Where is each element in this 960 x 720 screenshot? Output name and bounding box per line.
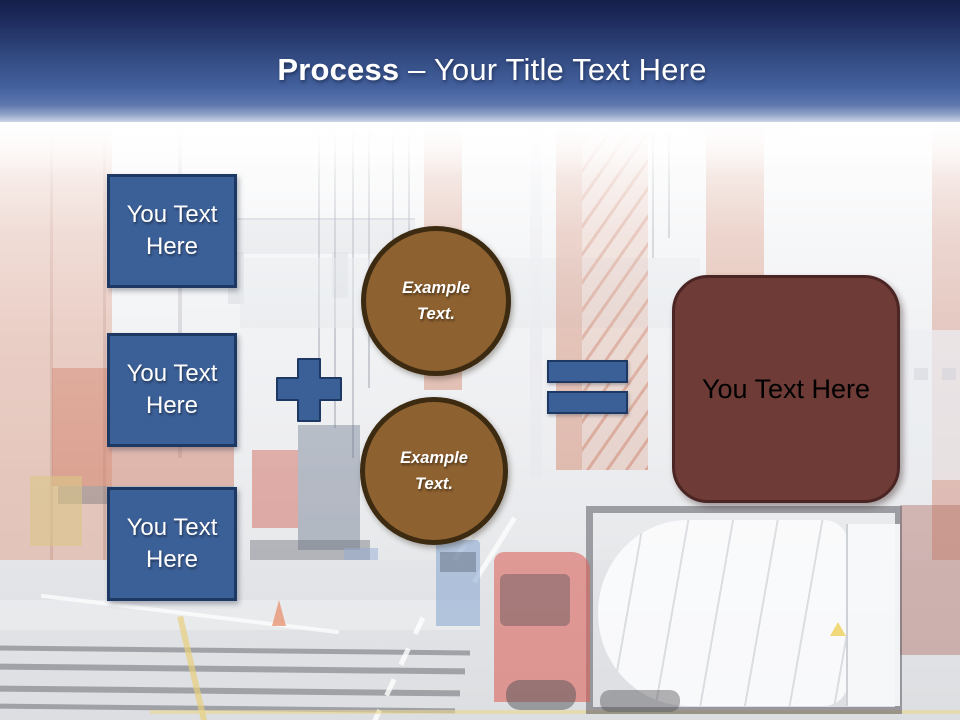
title-regular: – Your Title Text Here: [399, 52, 707, 87]
equals-bottom-bar: [547, 391, 628, 414]
input-box-2: You Text Here: [107, 333, 237, 447]
result-box: You Text Here: [672, 275, 900, 503]
example-circle-1-label: Example Text.: [402, 278, 470, 323]
input-box-3: You Text Here: [107, 487, 237, 601]
equals-icon: [547, 360, 628, 414]
input-box-2-label: You Text Here: [126, 359, 218, 419]
slide-title: Process – Your Title Text Here: [12, 52, 960, 88]
example-circle-2-label: Example Text.: [400, 448, 468, 493]
title-emphasis: Process: [277, 52, 400, 87]
example-circle-2: Example Text.: [360, 397, 508, 545]
header-band: [0, 0, 960, 122]
input-box-1-label: You Text Here: [126, 200, 218, 260]
input-box-1: You Text Here: [107, 174, 237, 288]
example-circle-1: Example Text.: [361, 226, 511, 376]
plus-icon: [276, 358, 342, 422]
result-box-label: You Text Here: [701, 373, 871, 404]
header-fade: [0, 122, 960, 177]
equals-top-bar: [547, 360, 628, 383]
input-box-3-label: You Text Here: [126, 513, 218, 573]
